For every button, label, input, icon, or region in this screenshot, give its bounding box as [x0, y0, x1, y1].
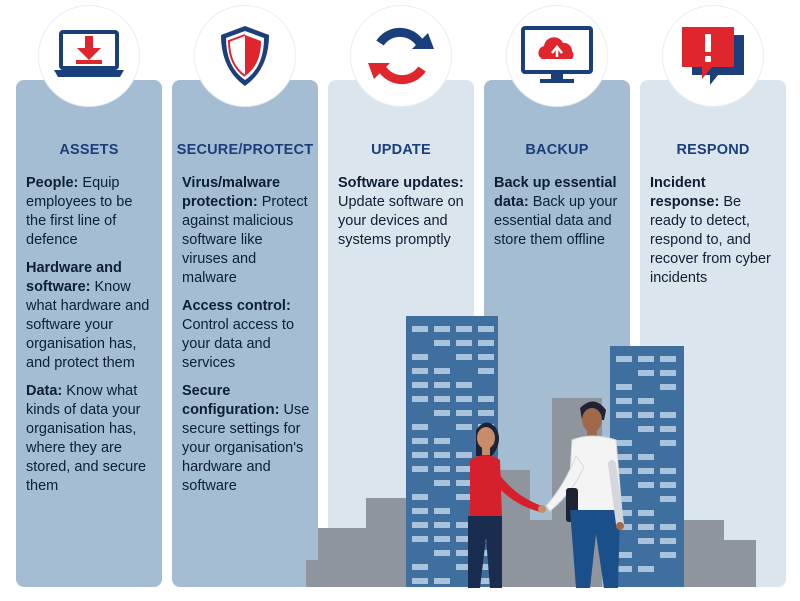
secure-icon-circle [195, 6, 295, 106]
entry-access-control: Access control: Control access to your d… [182, 298, 295, 371]
entry-back-up-essential-data: Back up essential data: Back up your ess… [494, 175, 618, 248]
assets-icon-circle [39, 6, 139, 106]
update-icon-circle [351, 6, 451, 106]
heading-respond: RESPOND [676, 142, 750, 158]
secure-protect-content: Virus/malware protection: Protect agains… [182, 174, 310, 505]
column-panel-assets [16, 80, 162, 587]
laptop-download-icon [54, 30, 124, 77]
backup-icon-circle [507, 6, 607, 106]
respond-icon-circle [663, 6, 763, 106]
update-content: Software updates: Update software on you… [338, 174, 466, 259]
entry-virus-malware-protection: Virus/malware protection: Protect agains… [182, 175, 308, 286]
entry-software-updates: Software updates: Update software on you… [338, 175, 464, 248]
entry-people: People: Equip employees to be the first … [26, 175, 133, 248]
alert-speech-bubble-icon [682, 27, 744, 85]
heading-assets: ASSETS [59, 142, 119, 158]
backup-content: Back up essential data: Back up your ess… [494, 174, 622, 259]
monitor-cloud-upload-icon [521, 26, 593, 83]
entry-hardware-software: Hardware and software: Know what hardwar… [26, 260, 150, 371]
heading-secure-protect: SECURE/PROTECT [176, 142, 314, 158]
assets-content: People: Equip employees to be the first … [26, 174, 154, 505]
entry-data: Data: Know what kinds of data your organ… [26, 383, 147, 494]
heading-update: UPDATE [371, 142, 431, 158]
column-panel-secure-protect [172, 80, 318, 587]
respond-content: Incident response: Be ready to detect, r… [650, 174, 778, 297]
shield-icon [221, 26, 269, 86]
entry-incident-response: Incident response: Be ready to detect, r… [650, 175, 771, 286]
entry-secure-configuration: Secure configuration: Use secure setting… [182, 383, 310, 494]
heading-backup: BACKUP [525, 142, 589, 158]
refresh-arrows-icon [368, 27, 434, 85]
